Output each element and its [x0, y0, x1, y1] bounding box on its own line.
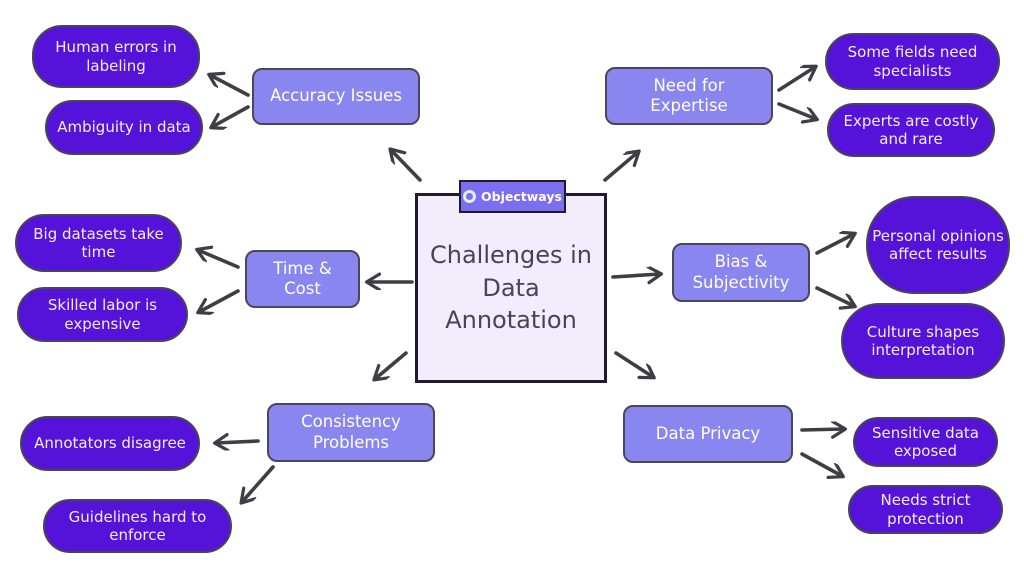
branch-time-and-cost: Time & Cost	[245, 250, 360, 308]
leaf-culture-shapes-interpretation: Culture shapes interpretation	[841, 303, 1005, 379]
leaf-needs-strict-protection: Needs strict protection	[848, 485, 1003, 534]
leaf-personal-opinions-affect-results: Personal opinions affect results	[866, 196, 1010, 294]
leaf-label: Ambiguity in data	[57, 118, 191, 137]
leaf-label: Annotators disagree	[34, 434, 186, 453]
leaf-experts-are-costly-and-rare: Experts are costly and rare	[827, 103, 995, 157]
arrow-privacy-to-sensitive	[800, 429, 844, 430]
branch-bias-and-subjectivity: Bias & Subjectivity	[672, 243, 810, 302]
arrow-consistency-to-annotators	[216, 441, 260, 443]
brand-name: Objectways	[481, 189, 562, 204]
central-topic-node: Challenges in Data Annotation	[415, 193, 607, 383]
leaf-label: Big datasets take time	[33, 224, 164, 261]
branch-data-privacy: Data Privacy	[623, 405, 793, 463]
branch-label: Need for Expertise	[650, 75, 728, 115]
arrow-consistency-to-guidelines	[242, 465, 275, 502]
arrow-central-to-consistency	[375, 351, 408, 379]
leaf-label: Needs strict protection	[880, 491, 971, 528]
brand-badge: Objectways	[459, 180, 566, 213]
leaf-skilled-labor-is-expensive: Skilled labor is expensive	[17, 287, 188, 342]
arrow-accuracy-to-human-errors	[210, 75, 250, 97]
leaf-label: Guidelines hard to enforce	[68, 507, 207, 544]
arrow-central-to-bias	[611, 274, 660, 277]
leaf-label: Some fields need specialists	[847, 43, 978, 80]
arrow-bias-to-personal	[815, 234, 854, 255]
arrow-timecost-to-skilled-labor	[199, 289, 240, 312]
branch-label: Data Privacy	[655, 423, 761, 443]
leaf-big-datasets-take-time: Big datasets take time	[15, 214, 182, 272]
leaf-label: Personal opinions affect results	[872, 226, 1004, 263]
arrow-bias-to-culture	[815, 286, 854, 306]
arrow-central-to-accuracy	[391, 150, 422, 182]
arrow-central-to-privacy	[614, 351, 653, 377]
ring-logo-icon	[463, 190, 477, 203]
leaf-label: Human errors in labeling	[55, 38, 177, 75]
leaf-ambiguity-in-data: Ambiguity in data	[45, 100, 203, 155]
arrow-expertise-to-experts	[777, 102, 816, 119]
leaf-guidelines-hard-to-enforce: Guidelines hard to enforce	[43, 499, 232, 553]
leaf-label: Sensitive data exposed	[872, 423, 979, 460]
arrow-accuracy-to-ambiguity	[212, 105, 250, 127]
leaf-human-errors-in-labeling: Human errors in labeling	[32, 25, 200, 88]
arrow-privacy-to-needs-strict	[800, 452, 842, 476]
leaf-sensitive-data-exposed: Sensitive data exposed	[853, 417, 998, 467]
branch-consistency-problems: Consistency Problems	[267, 403, 435, 462]
leaf-label: Experts are costly and rare	[843, 111, 979, 148]
branch-need-for-expertise: Need for Expertise	[605, 67, 773, 125]
arrow-timecost-to-big-datasets	[198, 250, 240, 269]
central-topic-title: Challenges in Data Annotation	[430, 241, 592, 335]
leaf-annotators-disagree: Annotators disagree	[20, 416, 200, 471]
leaf-label: Skilled labor is expensive	[47, 296, 158, 333]
branch-label: Time & Cost	[273, 258, 332, 298]
leaf-some-fields-need-specialists: Some fields need specialists	[825, 33, 1000, 90]
branch-accuracy-issues: Accuracy Issues	[252, 68, 420, 125]
branch-label: Bias & Subjectivity	[692, 252, 790, 292]
branch-label: Consistency Problems	[301, 412, 401, 452]
arrow-central-to-expertise	[603, 152, 638, 182]
arrow-expertise-to-some-fields	[777, 67, 815, 92]
leaf-label: Culture shapes interpretation	[866, 322, 980, 359]
branch-label: Accuracy Issues	[270, 86, 402, 106]
